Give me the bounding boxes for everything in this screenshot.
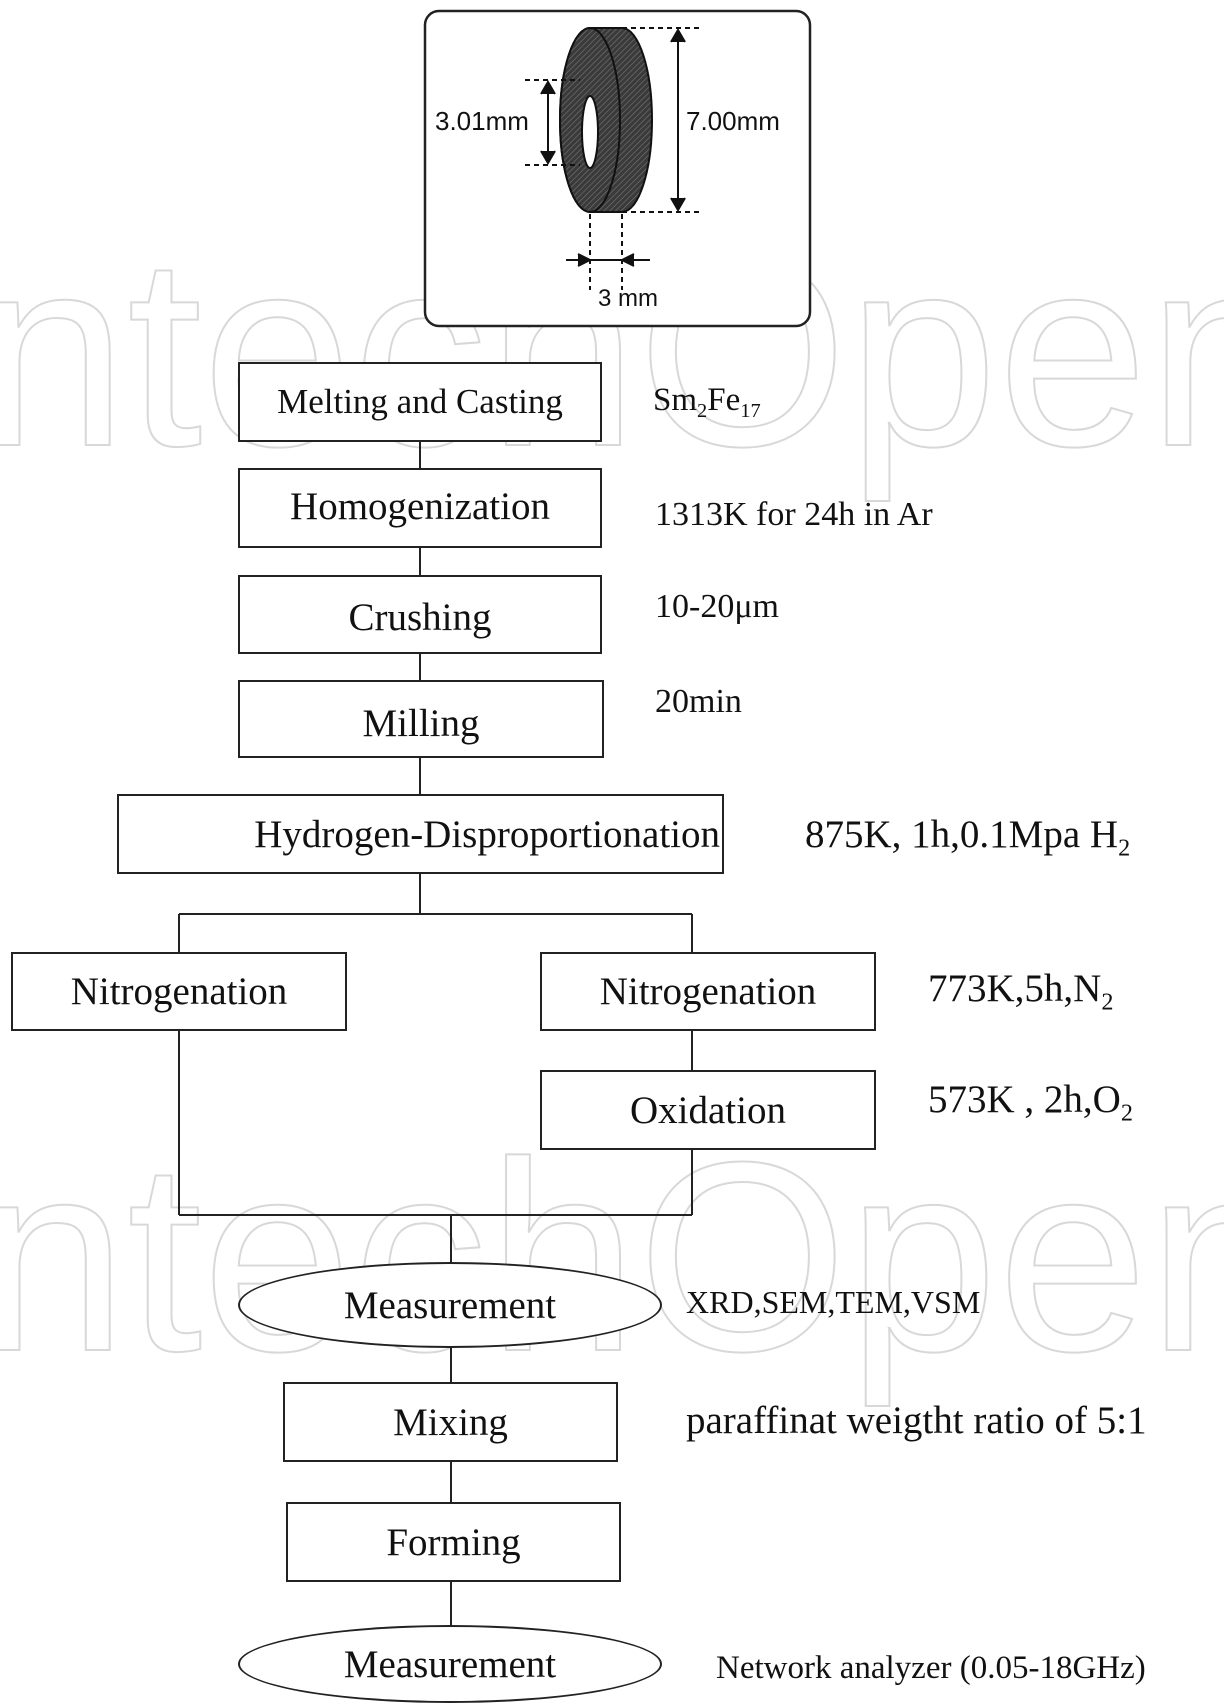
step-melting-casting-label: Melting and Casting — [277, 382, 563, 421]
note-nitrogenation: 773K,5h,N2 — [928, 966, 1113, 1016]
inner-diameter-label: 3.01mm — [435, 106, 529, 136]
outer-diameter-dimension — [622, 27, 700, 213]
note-melting-fe: Fe — [707, 382, 741, 418]
note-melting-sub2: 17 — [740, 400, 761, 423]
note-melting-sub1: 2 — [697, 400, 708, 423]
step-hydrogen-disproportionation-label: Hydrogen-Disproportionation — [254, 812, 720, 856]
note-crushing: 10-20μm — [655, 588, 779, 625]
step-hydrogen-disproportionation: Hydrogen-Disproportionation — [117, 794, 724, 874]
note-oxidation-text: 573K , 2h,O — [928, 1078, 1121, 1121]
step-mixing-label: Mixing — [393, 1400, 508, 1444]
watermark-bottom: IntechOpen — [0, 1107, 1224, 1409]
note-hydrogen-disproportionation: 875K, 1h,0.1Mpa H2 — [805, 812, 1130, 862]
note-melting-sm: Sm — [653, 382, 698, 418]
note-milling: 20min — [655, 683, 742, 720]
thickness-dimension — [566, 214, 650, 290]
thickness-label: 3 mm — [598, 285, 658, 312]
note-oxidation: 573K , 2h,O2 — [928, 1077, 1133, 1127]
step-nitrogenation-left: Nitrogenation — [11, 952, 347, 1031]
step-forming-label: Forming — [386, 1520, 521, 1564]
step-melting-casting: Melting and Casting — [238, 362, 602, 442]
step-oxidation: Oxidation — [540, 1070, 876, 1150]
note-mixing: paraffinat weigtht ratio of 5:1 — [686, 1399, 1147, 1442]
step-measurement-1-label: Measurement — [343, 1283, 557, 1327]
step-nitrogenation-left-label: Nitrogenation — [70, 970, 288, 1013]
step-forming: Forming — [286, 1502, 621, 1582]
step-homogenization-label: Homogenization — [290, 484, 550, 528]
note-measurement-2: Network analyzer (0.05-18GHz) — [716, 1650, 1146, 1686]
sample-ring-inset: 3.01mm 7.00mm 3 mm — [423, 9, 812, 328]
step-milling: Milling — [238, 680, 604, 758]
step-measurement-2-label: Measurement — [343, 1642, 557, 1686]
step-milling-label: Milling — [362, 701, 480, 745]
note-melting: Sm2Fe17 — [653, 382, 761, 423]
note-hd-text: 875K, 1h,0.1Mpa H — [805, 813, 1119, 856]
step-homogenization: Homogenization — [238, 468, 602, 548]
note-homogenization: 1313K for 24h in Ar — [655, 496, 933, 533]
step-crushing-label: Crushing — [348, 596, 492, 639]
note-hd-sub: 2 — [1118, 834, 1131, 862]
step-measurement-1: Measurement — [238, 1262, 662, 1348]
inner-diameter-dimension — [525, 79, 580, 166]
note-nitro-sub: 2 — [1101, 988, 1114, 1016]
outer-diameter-label: 7.00mm — [686, 106, 780, 136]
note-oxidation-sub: 2 — [1120, 1099, 1133, 1127]
step-nitrogenation-right-label: Nitrogenation — [599, 970, 817, 1013]
step-measurement-2: Measurement — [238, 1625, 662, 1703]
step-crushing: Crushing — [238, 575, 602, 654]
note-measurement-1: XRD,SEM,TEM,VSM — [686, 1284, 981, 1320]
step-nitrogenation-right: Nitrogenation — [540, 952, 876, 1031]
step-oxidation-label: Oxidation — [630, 1088, 786, 1132]
step-mixing: Mixing — [283, 1382, 618, 1462]
note-nitro-text: 773K,5h,N — [928, 967, 1102, 1010]
